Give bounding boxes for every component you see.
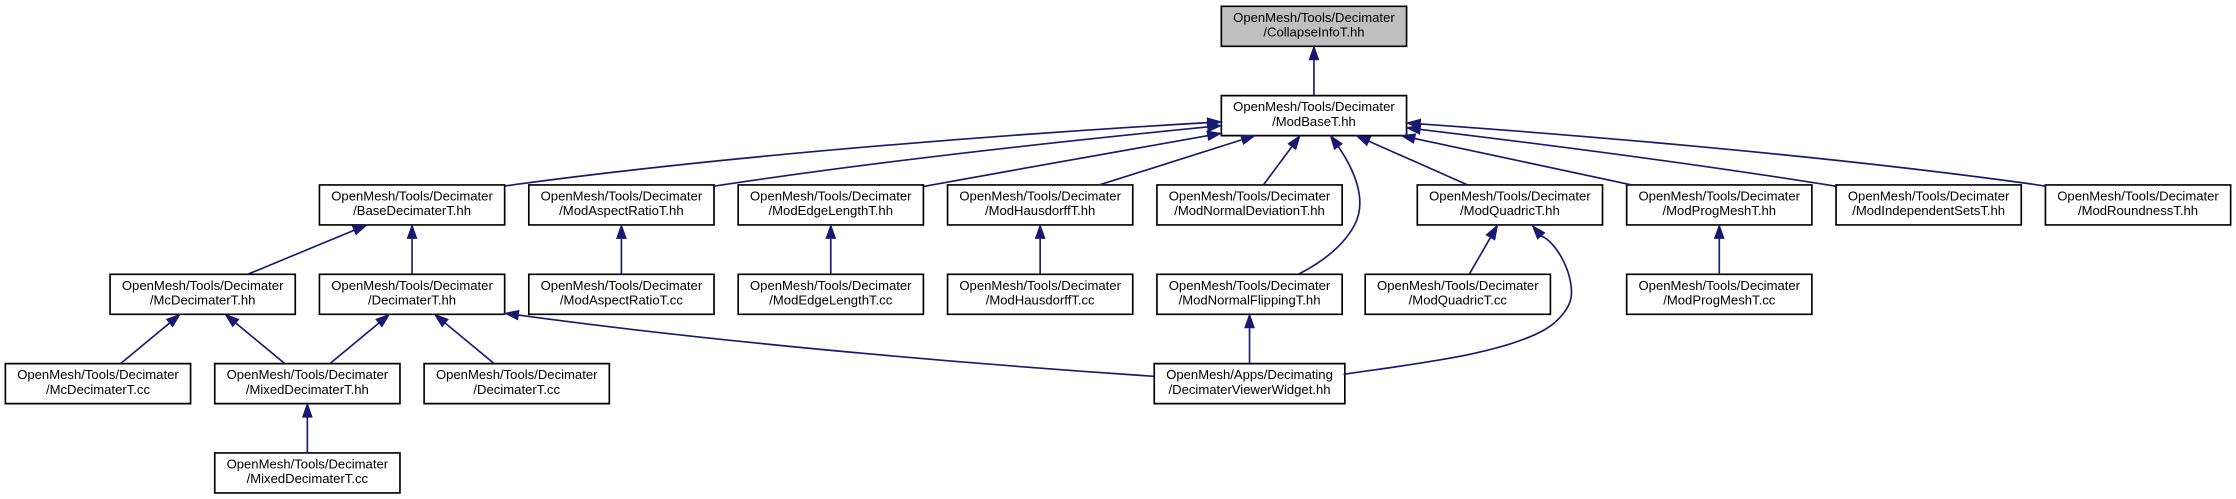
svg-text:/ModEdgeLengthT.cc: /ModEdgeLengthT.cc <box>769 292 892 307</box>
svg-text:OpenMesh/Tools/Decimater: OpenMesh/Tools/Decimater <box>1848 188 2010 203</box>
svg-text:/BaseDecimaterT.hh: /BaseDecimaterT.hh <box>353 203 471 218</box>
svg-text:/ModProgMeshT.hh: /ModProgMeshT.hh <box>1663 203 1777 218</box>
svg-text:/ModQuadricT.hh: /ModQuadricT.hh <box>1460 203 1560 218</box>
svg-text:/ModNormalDeviationT.hh: /ModNormalDeviationT.hh <box>1174 203 1325 218</box>
svg-text:/DecimaterT.hh: /DecimaterT.hh <box>368 292 456 307</box>
svg-text:/MixedDecimaterT.cc: /MixedDecimaterT.cc <box>247 471 369 486</box>
svg-text:OpenMesh/Tools/Decimater: OpenMesh/Tools/Decimater <box>122 278 284 293</box>
svg-text:OpenMesh/Tools/Decimater: OpenMesh/Tools/Decimater <box>1638 278 1800 293</box>
svg-text:/ModBaseT.hh: /ModBaseT.hh <box>1272 114 1356 129</box>
svg-text:OpenMesh/Tools/Decimater: OpenMesh/Tools/Decimater <box>1638 188 1800 203</box>
svg-text:OpenMesh/Apps/Decimating: OpenMesh/Apps/Decimating <box>1166 367 1333 382</box>
svg-text:OpenMesh/Tools/Decimater: OpenMesh/Tools/Decimater <box>17 367 179 382</box>
svg-text:/ModHausdorffT.cc: /ModHausdorffT.cc <box>986 292 1095 307</box>
svg-text:/CollapseInfoT.hh: /CollapseInfoT.hh <box>1263 24 1364 39</box>
svg-text:/DecimaterViewerWidget.hh: /DecimaterViewerWidget.hh <box>1169 382 1331 397</box>
svg-text:OpenMesh/Tools/Decimater: OpenMesh/Tools/Decimater <box>750 188 912 203</box>
svg-text:OpenMesh/Tools/Decimater: OpenMesh/Tools/Decimater <box>541 188 703 203</box>
svg-text:OpenMesh/Tools/Decimater: OpenMesh/Tools/Decimater <box>541 278 703 293</box>
svg-text:/ModAspectRatioT.hh: /ModAspectRatioT.hh <box>559 203 683 218</box>
svg-text:OpenMesh/Tools/Decimater: OpenMesh/Tools/Decimater <box>1233 99 1395 114</box>
svg-text:/ModHausdorffT.hh: /ModHausdorffT.hh <box>985 203 1095 218</box>
svg-text:OpenMesh/Tools/Decimater: OpenMesh/Tools/Decimater <box>959 278 1121 293</box>
svg-text:OpenMesh/Tools/Decimater: OpenMesh/Tools/Decimater <box>750 278 912 293</box>
svg-text:OpenMesh/Tools/Decimater: OpenMesh/Tools/Decimater <box>227 456 389 471</box>
svg-text:OpenMesh/Tools/Decimater: OpenMesh/Tools/Decimater <box>331 278 493 293</box>
svg-text:/ModProgMeshT.cc: /ModProgMeshT.cc <box>1663 292 1776 307</box>
svg-text:/ModNormalFlippingT.hh: /ModNormalFlippingT.hh <box>1179 292 1321 307</box>
svg-text:OpenMesh/Tools/Decimater: OpenMesh/Tools/Decimater <box>1169 278 1331 293</box>
svg-text:/ModAspectRatioT.cc: /ModAspectRatioT.cc <box>560 292 683 307</box>
svg-text:OpenMesh/Tools/Decimater: OpenMesh/Tools/Decimater <box>959 188 1121 203</box>
svg-text:OpenMesh/Tools/Decimater: OpenMesh/Tools/Decimater <box>331 188 493 203</box>
svg-text:/ModIndependentSetsT.hh: /ModIndependentSetsT.hh <box>1852 203 2005 218</box>
svg-text:OpenMesh/Tools/Decimater: OpenMesh/Tools/Decimater <box>1377 278 1539 293</box>
svg-text:/DecimaterT.cc: /DecimaterT.cc <box>473 382 560 397</box>
svg-text:/ModQuadricT.cc: /ModQuadricT.cc <box>1409 292 1508 307</box>
svg-text:OpenMesh/Tools/Decimater: OpenMesh/Tools/Decimater <box>1429 188 1591 203</box>
svg-text:OpenMesh/Tools/Decimater: OpenMesh/Tools/Decimater <box>2057 188 2219 203</box>
svg-text:/McDecimaterT.hh: /McDecimaterT.hh <box>150 292 256 307</box>
svg-text:OpenMesh/Tools/Decimater: OpenMesh/Tools/Decimater <box>436 367 598 382</box>
svg-text:OpenMesh/Tools/Decimater: OpenMesh/Tools/Decimater <box>1169 188 1331 203</box>
svg-text:OpenMesh/Tools/Decimater: OpenMesh/Tools/Decimater <box>1233 10 1395 25</box>
svg-text:/ModRoundnessT.hh: /ModRoundnessT.hh <box>2078 203 2198 218</box>
svg-text:/ModEdgeLengthT.hh: /ModEdgeLengthT.hh <box>769 203 894 218</box>
svg-text:/McDecimaterT.cc: /McDecimaterT.cc <box>46 382 150 397</box>
svg-text:OpenMesh/Tools/Decimater: OpenMesh/Tools/Decimater <box>227 367 389 382</box>
svg-text:/MixedDecimaterT.hh: /MixedDecimaterT.hh <box>246 382 369 397</box>
